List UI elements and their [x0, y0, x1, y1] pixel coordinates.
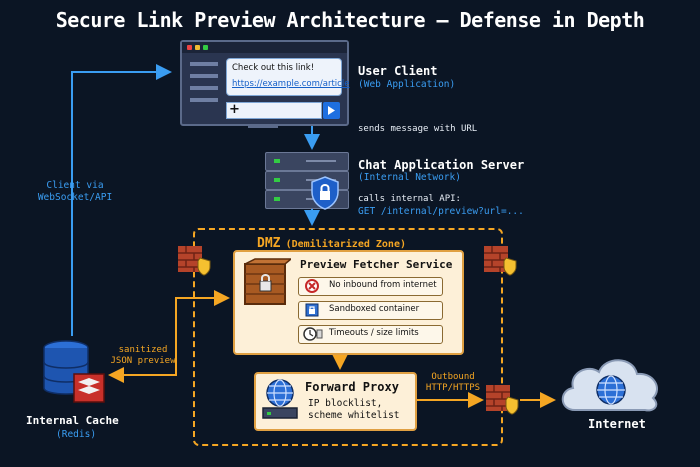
minimize-dot-icon: [195, 45, 200, 50]
internet-cloud-icon: [561, 359, 658, 412]
sidebar-line: [190, 86, 218, 90]
proxy-globe-server-icon: [262, 379, 298, 419]
chat-server-label: Chat Application Server: [358, 158, 525, 172]
led-icon: [274, 178, 280, 182]
edge-cache-to-client: [71, 64, 172, 336]
forward-proxy-label: Forward Proxy: [305, 380, 399, 394]
dmz-title: DMZ (Demilitarized Zone): [257, 232, 406, 251]
maximize-dot-icon: [203, 45, 208, 50]
edge-label-outbound-2: HTTP/HTTPS: [425, 383, 481, 393]
feature-sandboxed: Sandboxed container: [298, 301, 443, 320]
chat-message-bubble: Check out this link! https://example.com…: [226, 58, 349, 96]
sidebar-line: [190, 74, 218, 78]
edge-label-api-2: GET /internal/preview?url=...: [358, 206, 524, 217]
sandbox-icon: [305, 303, 319, 317]
feature-no-inbound: No inbound from internet: [298, 277, 443, 296]
message-input: +: [226, 102, 322, 119]
edge-label-json: sanitized JSON preview: [103, 345, 183, 367]
container-crate-icon: [244, 258, 291, 305]
chat-message-link: https://example.com/article: [232, 79, 350, 89]
window-titlebar: [182, 42, 347, 53]
user-client-monitor-icon: Check out this link! https://example.com…: [180, 40, 349, 126]
user-client-sublabel: (Web Application): [358, 79, 456, 90]
plus-icon: +: [229, 102, 240, 117]
close-dot-icon: [187, 45, 192, 50]
chat-server-sublabel: (Internal Network): [358, 172, 461, 183]
edge-label-outbound-1: Outbound: [431, 372, 475, 382]
dmz-title-main: DMZ: [257, 236, 281, 251]
sidebar-line: [190, 62, 218, 66]
led-icon: [274, 197, 280, 201]
edge-label-send: sends message with URL: [358, 124, 478, 134]
led-icon: [274, 159, 280, 163]
send-icon: [323, 102, 340, 119]
firewall-icon: [178, 246, 211, 276]
edge-label-websocket: Client via WebSocket/API: [30, 180, 120, 204]
database-redis-icon: [43, 340, 105, 403]
feature-text: No inbound from internet: [329, 280, 437, 290]
block-icon: [305, 279, 319, 293]
edge-label-json-1: sanitized: [118, 345, 168, 355]
user-client-label: User Client: [358, 64, 438, 78]
shield-lock-icon: [311, 176, 339, 210]
cache-label: Internal Cache: [26, 414, 119, 427]
page-title: Secure Link Preview Architecture – Defen…: [55, 8, 645, 32]
edge-label-websocket-2: WebSocket/API: [37, 192, 113, 203]
edge-label-api-1: calls internal API:: [358, 194, 461, 204]
internet-label: Internet: [588, 417, 646, 431]
edge-label-websocket-1: Client via: [46, 180, 104, 191]
firewall-icon: [484, 246, 517, 276]
forward-proxy-detail-2: scheme whitelist: [308, 410, 400, 421]
sidebar-line: [190, 98, 218, 102]
monitor-stand: [248, 124, 278, 128]
firewall-icon: [486, 385, 519, 415]
feature-text: Timeouts / size limits: [329, 328, 419, 338]
cache-sublabel: (Redis): [56, 429, 97, 440]
edge-label-json-2: JSON preview: [110, 356, 176, 366]
preview-service-label: Preview Fetcher Service: [300, 258, 453, 271]
feature-text: Sandboxed container: [329, 304, 420, 314]
feature-timeouts: Timeouts / size limits: [298, 325, 443, 344]
chat-message-text: Check out this link!: [232, 63, 315, 73]
dmz-title-sub: (Demilitarized Zone): [285, 239, 406, 250]
forward-proxy-detail-1: IP blocklist,: [308, 398, 383, 409]
dmz-zone: [193, 228, 503, 446]
timer-icon: [303, 327, 323, 341]
edge-label-outbound: Outbound HTTP/HTTPS: [420, 372, 486, 394]
